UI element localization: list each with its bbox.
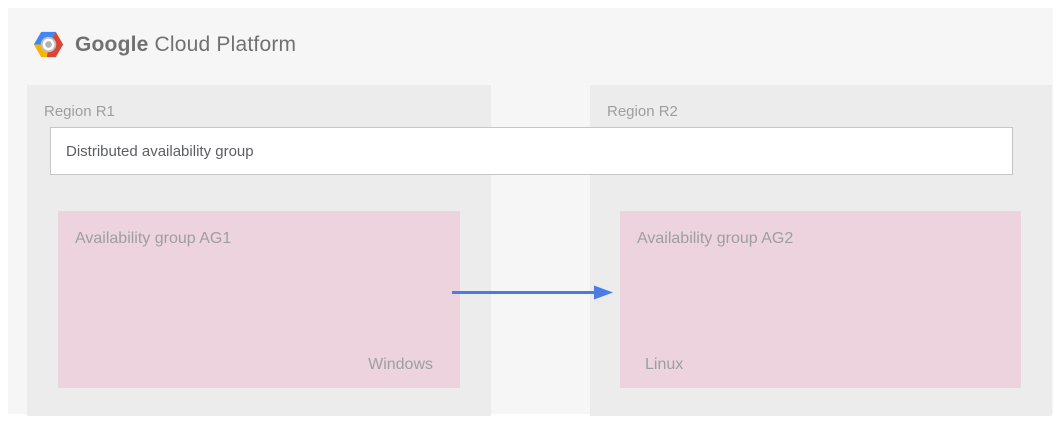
distributed-availability-group-label: Distributed availability group — [66, 142, 254, 160]
ag1-os-label: Windows — [368, 356, 433, 373]
brand-google: Google — [75, 32, 149, 56]
replication-arrow — [452, 285, 613, 300]
ag1-label: Availability group AG1 — [75, 230, 232, 247]
ag2-label: Availability group AG2 — [637, 230, 794, 247]
availability-group-ag2: Availability group AG2 Linux — [620, 211, 1021, 388]
region-r2-label: Region R2 — [607, 103, 678, 120]
brand-cloud-platform: Cloud Platform — [154, 32, 297, 56]
region-r1-label: Region R1 — [44, 103, 115, 120]
distributed-availability-group-box: Distributed availability group — [50, 127, 1013, 175]
gcp-hexagon-logo-icon — [33, 29, 64, 60]
availability-group-ag1: Availability group AG1 Windows — [58, 211, 460, 388]
ag2-os-label: Linux — [645, 356, 684, 373]
